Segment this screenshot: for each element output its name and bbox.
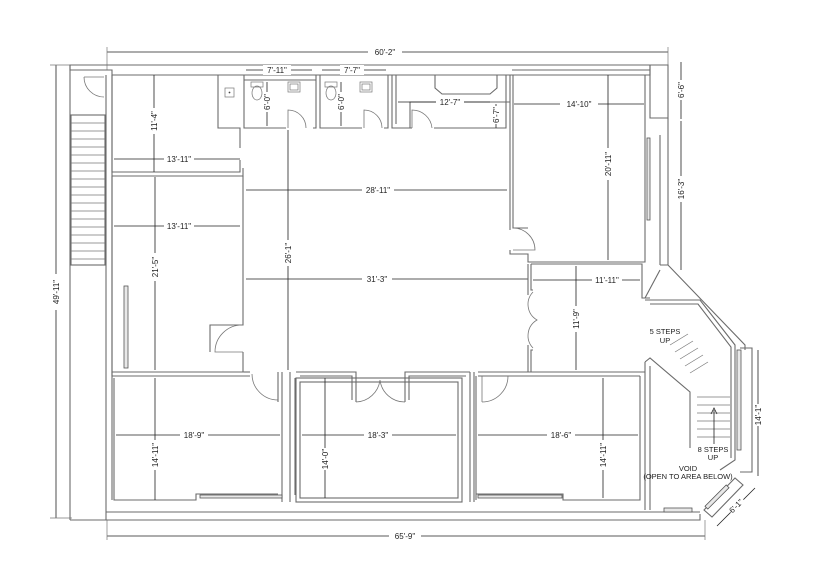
room-kitchenette: 12'-7" 6'-7" bbox=[391, 75, 511, 230]
svg-text:11'-9": 11'-9" bbox=[572, 309, 581, 329]
door-swing-conference-double bbox=[355, 379, 406, 403]
svg-text:14'-10": 14'-10" bbox=[567, 100, 592, 109]
room-conference: 18'-3" 14'-0" bbox=[295, 377, 463, 503]
room-office-southeast: 18'-6" 14'-11" bbox=[475, 376, 641, 501]
stair-southeast: 5 STEPS UP 8 STEPS UP VOID (OPEN TO AREA… bbox=[643, 299, 763, 510]
bay-window: 6'-1" bbox=[663, 477, 756, 527]
door-swing-office-se bbox=[481, 375, 509, 403]
window-east bbox=[646, 137, 651, 221]
overall-bottom-dimension: 65'-9" bbox=[106, 520, 706, 541]
stair-northwest bbox=[70, 76, 106, 266]
svg-text:11'-4": 11'-4" bbox=[150, 111, 159, 131]
svg-text:6'-6": 6'-6" bbox=[677, 82, 686, 98]
door-swing-restroom-1 bbox=[287, 109, 307, 129]
room-office-east: 11'-11" 11'-9" bbox=[527, 263, 650, 372]
room-restroom-2: 7'-7" 6'-0" bbox=[319, 65, 389, 129]
svg-text:18'-6": 18'-6" bbox=[551, 431, 572, 440]
overall-top-dimension: 60'-2" bbox=[106, 47, 669, 70]
dim-overall-bottom: 65'-9" bbox=[395, 532, 416, 541]
window-void bbox=[663, 507, 693, 513]
note-8-steps: 8 STEPS bbox=[698, 445, 729, 454]
east-dimensions: 6'-6" 16'-3" bbox=[676, 62, 686, 270]
svg-text:20'-11": 20'-11" bbox=[604, 152, 613, 176]
room-open-area: 28'-11" 31'-3" 26'-1" bbox=[246, 130, 528, 370]
svg-text:UP: UP bbox=[660, 336, 670, 345]
svg-text:UP: UP bbox=[708, 453, 718, 462]
door-swing-office-ne bbox=[512, 227, 536, 251]
dim-overall-left: 49'-11" bbox=[52, 280, 61, 304]
svg-text:28'-11": 28'-11" bbox=[366, 186, 390, 195]
south-interior-walls bbox=[111, 371, 645, 502]
svg-text:13'-11": 13'-11" bbox=[167, 155, 191, 164]
svg-text:12'-7": 12'-7" bbox=[440, 98, 461, 107]
svg-text:6'-0": 6'-0" bbox=[337, 94, 346, 110]
window-stair-east bbox=[736, 349, 742, 451]
toilet-icon bbox=[250, 81, 264, 101]
door-swing-kitchenette bbox=[411, 109, 433, 129]
svg-text:14'-0": 14'-0" bbox=[321, 449, 330, 470]
svg-text:31'-3": 31'-3" bbox=[367, 275, 388, 284]
room-office-southwest: 18'-9" 14'-11" bbox=[113, 378, 283, 501]
overall-left-dimension: 49'-11" bbox=[50, 64, 72, 519]
sink-icon bbox=[359, 81, 373, 93]
svg-text:26'-1": 26'-1" bbox=[284, 243, 293, 264]
svg-text:21'-5": 21'-5" bbox=[151, 257, 160, 278]
svg-text:7'-11": 7'-11" bbox=[267, 66, 287, 75]
svg-text:(OPEN TO AREA BELOW): (OPEN TO AREA BELOW) bbox=[643, 472, 733, 481]
window-west bbox=[123, 285, 129, 369]
exterior-walls bbox=[69, 64, 746, 521]
window-south-2 bbox=[477, 494, 563, 499]
svg-text:6'-0": 6'-0" bbox=[263, 94, 272, 110]
door-swing-office-sw bbox=[251, 373, 279, 401]
svg-text:13'-11": 13'-11" bbox=[167, 222, 191, 231]
svg-text:14'-11": 14'-11" bbox=[599, 443, 608, 467]
door-swing-office-w bbox=[214, 324, 244, 353]
sink-icon bbox=[287, 81, 301, 93]
svg-text:6'-7": 6'-7" bbox=[492, 107, 501, 123]
svg-text:14'-1": 14'-1" bbox=[754, 405, 763, 426]
note-5-steps: 5 STEPS bbox=[650, 327, 681, 336]
window-south-1 bbox=[199, 494, 283, 499]
room-office-northwest: 11'-4" 13'-11" bbox=[111, 75, 244, 177]
stair-treads-upper bbox=[669, 333, 709, 374]
door-swing-stair bbox=[83, 76, 105, 98]
door-swing-office-e-double bbox=[527, 291, 538, 349]
note-void: VOID bbox=[679, 464, 698, 473]
stair-treads bbox=[71, 122, 105, 260]
sink-icon bbox=[224, 87, 235, 98]
room-office-west: 13'-11" 21'-5" bbox=[111, 176, 244, 373]
door-swing-restroom-2 bbox=[363, 109, 383, 129]
room-office-northeast: 14'-10" 20'-11" bbox=[509, 69, 651, 263]
svg-text:7'-7": 7'-7" bbox=[344, 66, 360, 75]
svg-text:16'-3": 16'-3" bbox=[677, 179, 686, 200]
room-restroom-1: 7'-11" 6'-0" bbox=[243, 65, 317, 129]
svg-text:18'-3": 18'-3" bbox=[368, 431, 389, 440]
stair-treads-lower bbox=[697, 396, 730, 438]
svg-text:18'-9": 18'-9" bbox=[184, 431, 205, 440]
dim-overall-top: 60'-2" bbox=[375, 48, 396, 57]
toilet-icon bbox=[324, 81, 338, 101]
svg-text:14'-11": 14'-11" bbox=[151, 443, 160, 467]
svg-text:11'-11": 11'-11" bbox=[595, 276, 619, 285]
